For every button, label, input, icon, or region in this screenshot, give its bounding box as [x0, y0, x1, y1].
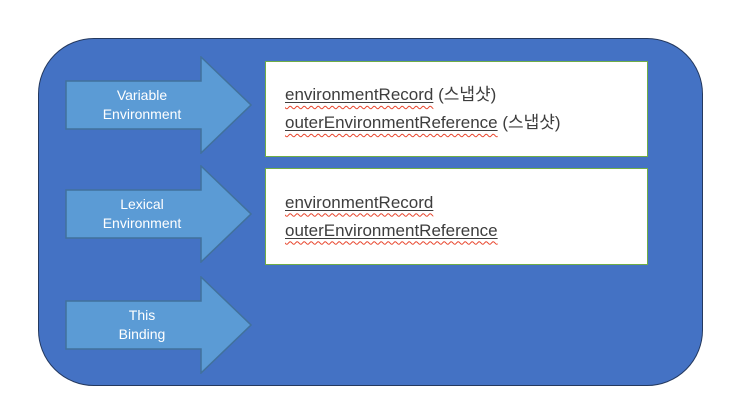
arrow-label-line: Variable	[116, 87, 168, 103]
box-line: environmentRecord	[285, 189, 647, 217]
arrow-label-line: Lexical	[120, 196, 164, 212]
term-suffix: (스냅샷)	[433, 85, 497, 104]
lexical-environment-box: environmentRecord outerEnvironmentRefere…	[265, 168, 648, 265]
right-arrow-icon	[65, 276, 252, 374]
arrow-variable-environment: Variable Environment	[65, 56, 252, 154]
box-line: outerEnvironmentReference	[285, 217, 647, 245]
term-suffix: (스냅샷)	[497, 113, 561, 132]
arrow-label-variable-environment: Variable Environment	[65, 56, 219, 154]
underlined-term: outerEnvironmentReference	[285, 220, 498, 240]
right-arrow-icon	[65, 165, 252, 263]
arrow-label-line: This	[128, 307, 156, 323]
underlined-term: environmentRecord	[285, 192, 434, 212]
right-arrow-icon	[65, 56, 252, 154]
underlined-term: environmentRecord	[285, 85, 434, 104]
arrow-label-line: Environment	[102, 106, 182, 122]
arrow-label-line: Environment	[102, 215, 182, 231]
arrow-label-lexical-environment: Lexical Environment	[65, 165, 219, 263]
box-line: environmentRecord (스냅샷)	[285, 81, 647, 109]
arrow-label-line: Binding	[118, 326, 166, 342]
underlined-term: outerEnvironmentReference	[285, 113, 498, 132]
variable-environment-box: environmentRecord (스냅샷) outerEnvironment…	[265, 61, 648, 157]
box-line: outerEnvironmentReference (스냅샷)	[285, 109, 647, 137]
arrow-this-binding: This Binding	[65, 276, 252, 374]
arrow-lexical-environment: Lexical Environment	[65, 165, 252, 263]
arrow-label-this-binding: This Binding	[65, 276, 219, 374]
